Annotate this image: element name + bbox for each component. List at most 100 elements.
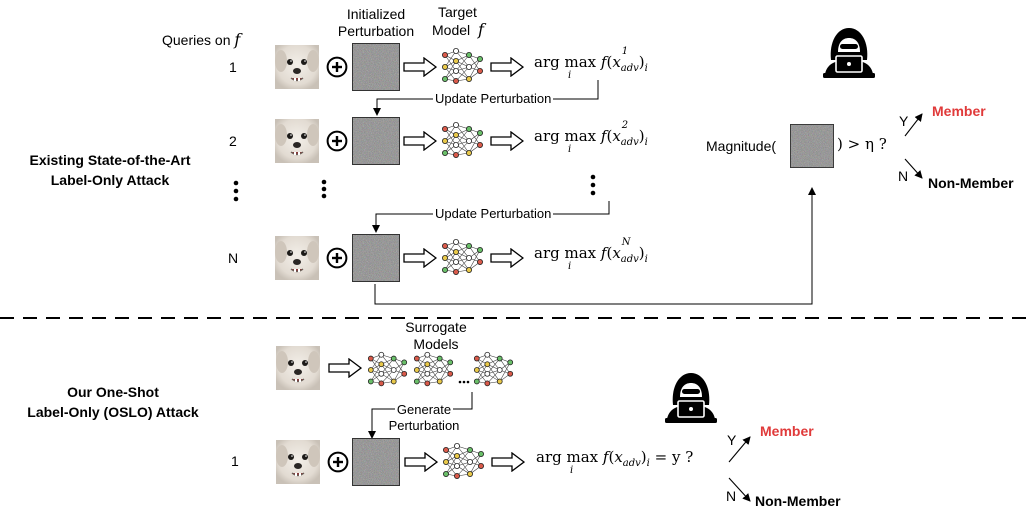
dog-image [275,45,319,89]
no-arrow [904,158,923,179]
dog-image [276,346,320,390]
surrogate-models-label: Surrogate Models [396,319,476,353]
queries-header-text: Queries on [162,32,231,48]
math-x: x [612,53,621,71]
non-member-label: Non-Member [928,175,1014,191]
initialized-perturbation-header: Initialized Perturbation [336,6,416,40]
queries-header: Queries on f [162,32,240,48]
argmax-sub: i [568,144,572,155]
hollow-arrow-icon [490,248,524,268]
surrogate-net-icon [473,351,514,387]
target-model-net-icon [441,238,484,276]
math-sub: adv [620,137,639,148]
yes-arrow [904,113,923,137]
dog-image [275,236,319,280]
non-member-label: Non-Member [755,493,841,509]
target-model-header: Target Model f [432,4,484,39]
target-model-net-icon [441,47,484,85]
magnitude-noise-box [790,124,834,168]
math-sup: N [621,237,631,248]
no-label: N [898,168,909,184]
row-label: 1 [231,453,239,469]
hollow-arrow-icon [490,131,524,151]
math-sub: adv [620,254,639,265]
no-label: N [726,488,737,504]
argmax-sub: i [568,70,572,81]
magnitude-connector [374,187,816,305]
row-label: 1 [229,59,237,75]
no-arrow [728,477,751,502]
argmax-text: arg max [534,53,597,71]
magnitude-prefix: Magnitude( [706,138,777,154]
math-sub: adv [620,63,639,74]
plus-circle-icon [327,451,349,473]
update-perturbation-label: Update Perturbation [433,206,554,221]
hacker-icon [822,27,876,79]
math-f: f [600,53,607,71]
noise-perturbation [352,43,400,91]
math-sup: 1 [621,46,629,57]
surrogate-label-line: Surrogate [405,319,467,335]
noise-perturbation [352,117,400,165]
target-header-var: f [478,20,484,39]
condition-suffix: = y ? [654,448,694,466]
math-sub-i: i [646,458,650,469]
noise-perturbation [352,234,400,282]
hollow-arrow-icon [403,248,437,268]
yes-label: Y [899,113,909,129]
math-x: x [614,448,623,466]
row-label: N [228,250,239,266]
math-x: x [612,244,621,262]
hollow-arrow-icon [490,57,524,77]
math-f: f [600,244,607,262]
target-model-net-icon [441,121,484,159]
yes-arrow [728,436,751,463]
math-sub: adv [622,458,641,469]
dog-image [275,119,319,163]
argmax-text: arg max [534,244,597,262]
plus-circle-icon [326,247,348,269]
argmax-text: arg max [534,127,597,145]
math-sub-i: i [644,254,648,265]
target-model-net-icon [442,442,485,480]
target-header-line: Model [432,22,471,38]
generate-label-line: Generate [394,402,454,418]
argmax-sub: i [570,465,574,476]
argmax-text: arg max [536,448,599,466]
surrogate-net-icon [413,351,454,387]
surrogate-net-icon [367,351,408,387]
top-section-label: Existing State-of-the-Art Label-Only Att… [5,150,215,190]
bottom-section-label: Our One-Shot Label-Only (OSLO) Attack [8,382,218,422]
math-f: f [600,127,607,145]
init-header-line: Perturbation [337,23,415,39]
bottom-section-label-line: Label-Only (OSLO) Attack [27,404,199,420]
vertical-ellipsis [233,174,596,202]
argmax-sub: i [568,261,572,272]
hacker-icon [664,372,718,424]
math-f: f [602,448,609,466]
update-perturbation-label: Update Perturbation [433,91,554,106]
row-label: 2 [229,133,237,149]
queries-header-var: f [234,30,241,49]
hollow-arrow-icon [403,131,437,151]
hollow-arrow-icon [403,57,437,77]
math-sub-i: i [644,63,648,74]
dog-image [276,440,320,484]
top-section-label-line: Existing State-of-the-Art [29,152,191,168]
init-header-line: Initialized [346,6,406,22]
member-label: Member [932,103,986,119]
top-section-label-line: Label-Only Attack [50,172,170,188]
math-sub-i: i [644,137,648,148]
hollow-arrow-icon [404,452,438,472]
magnitude-suffix: ) > η ? [837,135,887,153]
generate-perturbation-label: Generate Perturbation [384,402,464,434]
